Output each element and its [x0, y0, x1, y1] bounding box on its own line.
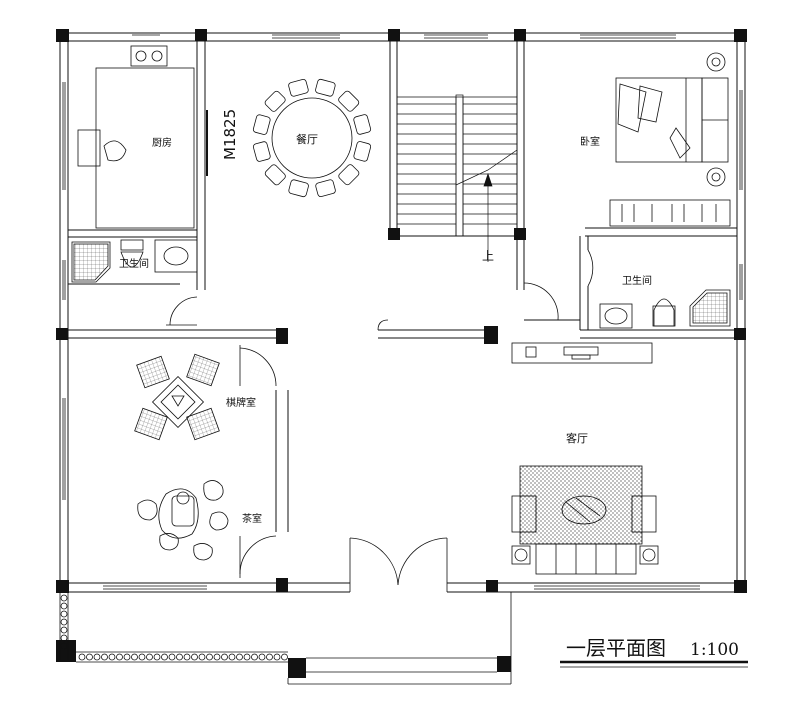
baluster — [206, 653, 213, 661]
baluster — [101, 653, 108, 661]
columns — [56, 29, 747, 678]
interior-walls — [67, 41, 737, 592]
baluster — [161, 653, 168, 661]
dining-chair — [288, 78, 309, 97]
baluster — [116, 653, 123, 661]
living-sofa-set — [511, 465, 659, 575]
baluster — [191, 653, 198, 661]
exterior-walls — [59, 32, 746, 593]
baluster — [251, 653, 258, 661]
baluster — [86, 653, 93, 661]
baluster — [176, 653, 183, 661]
baluster — [60, 626, 68, 634]
baluster — [153, 653, 161, 661]
doors — [166, 249, 594, 592]
dining-chair — [252, 114, 271, 135]
baluster — [236, 653, 243, 661]
baluster — [221, 653, 228, 661]
baluster — [138, 653, 146, 661]
label-kitchen: 厨房 — [152, 136, 172, 149]
label-tea: 茶室 — [242, 512, 262, 525]
dining-table — [252, 78, 372, 198]
terrace — [59, 592, 512, 685]
right-bath-fixtures — [599, 289, 731, 329]
kitchen-furniture — [77, 45, 208, 229]
left-bath-fixtures — [71, 239, 198, 283]
tea-set — [137, 480, 229, 561]
dining-chair — [353, 141, 372, 162]
label-living: 客厅 — [566, 431, 588, 445]
dining-chair — [288, 179, 309, 198]
baluster — [281, 653, 288, 661]
baluster — [266, 653, 273, 661]
baluster — [93, 653, 101, 661]
dining-chair — [353, 114, 372, 135]
tv-cabinet — [511, 342, 653, 364]
label-bathroom-right: 卫生间 — [622, 274, 652, 287]
label-mahjong: 棋牌室 — [226, 396, 256, 409]
dining-chair — [315, 78, 336, 97]
baluster — [183, 653, 191, 661]
dining-chair — [338, 90, 360, 112]
baluster — [60, 618, 68, 626]
baluster — [60, 642, 68, 650]
windows — [62, 34, 743, 590]
baluster — [213, 653, 221, 661]
dining-chair — [315, 179, 336, 198]
baluster — [243, 653, 251, 661]
staircase — [397, 94, 518, 262]
label-dining: 餐厅 — [296, 132, 318, 146]
baluster — [146, 653, 153, 661]
baluster — [60, 610, 68, 618]
baluster — [123, 653, 131, 661]
bedroom-furniture — [609, 52, 731, 227]
plan-scale: 1:100 — [690, 640, 739, 660]
baluster — [228, 653, 236, 661]
baluster — [60, 602, 68, 610]
baluster — [78, 653, 86, 661]
baluster — [258, 653, 266, 661]
baluster — [198, 653, 206, 661]
mahjong-table — [134, 353, 220, 441]
baluster — [273, 653, 281, 661]
door-code-label: M1825 — [221, 109, 239, 160]
baluster — [168, 653, 176, 661]
dining-chair — [264, 164, 286, 186]
baluster — [131, 653, 138, 661]
label-stair-up: 上 — [482, 249, 494, 263]
baluster — [108, 653, 116, 661]
label-bedroom: 卧室 — [580, 135, 600, 148]
baluster — [60, 594, 68, 602]
plan-title: 一层平面图 — [566, 636, 666, 660]
dining-chair — [264, 90, 286, 112]
dining-chair — [338, 164, 360, 186]
dining-chair — [252, 141, 271, 162]
label-bathroom-left: 卫生间 — [119, 257, 149, 270]
baluster — [60, 634, 68, 642]
